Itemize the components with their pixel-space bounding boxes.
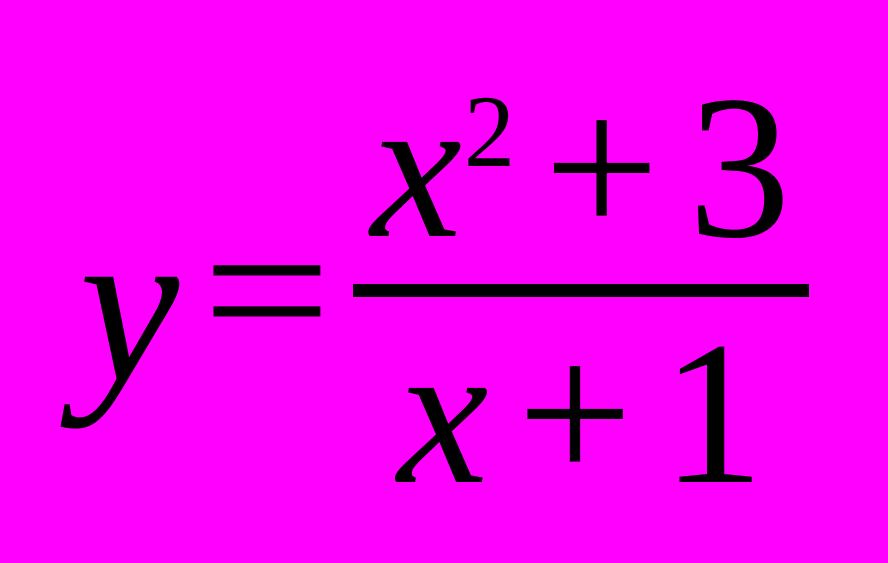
fraction-bar <box>352 284 809 297</box>
denominator-constant: 1 <box>661 300 764 527</box>
numerator-base-variable: x <box>370 53 462 281</box>
denominator: x+1 <box>379 303 782 524</box>
fraction: x2+3 x+1 <box>352 53 809 525</box>
equation: y = x2+3 x+1 <box>79 53 809 525</box>
numerator-exponent: 2 <box>463 75 516 189</box>
lhs-variable: y <box>79 179 180 429</box>
numerator-plus-operator: + <box>543 53 660 281</box>
equals-sign: = <box>202 177 332 404</box>
numerator-constant: 3 <box>688 53 791 281</box>
denominator-plus-operator: + <box>517 300 633 527</box>
numerator: x2+3 <box>353 53 809 281</box>
denominator-base-variable: x <box>397 300 489 527</box>
